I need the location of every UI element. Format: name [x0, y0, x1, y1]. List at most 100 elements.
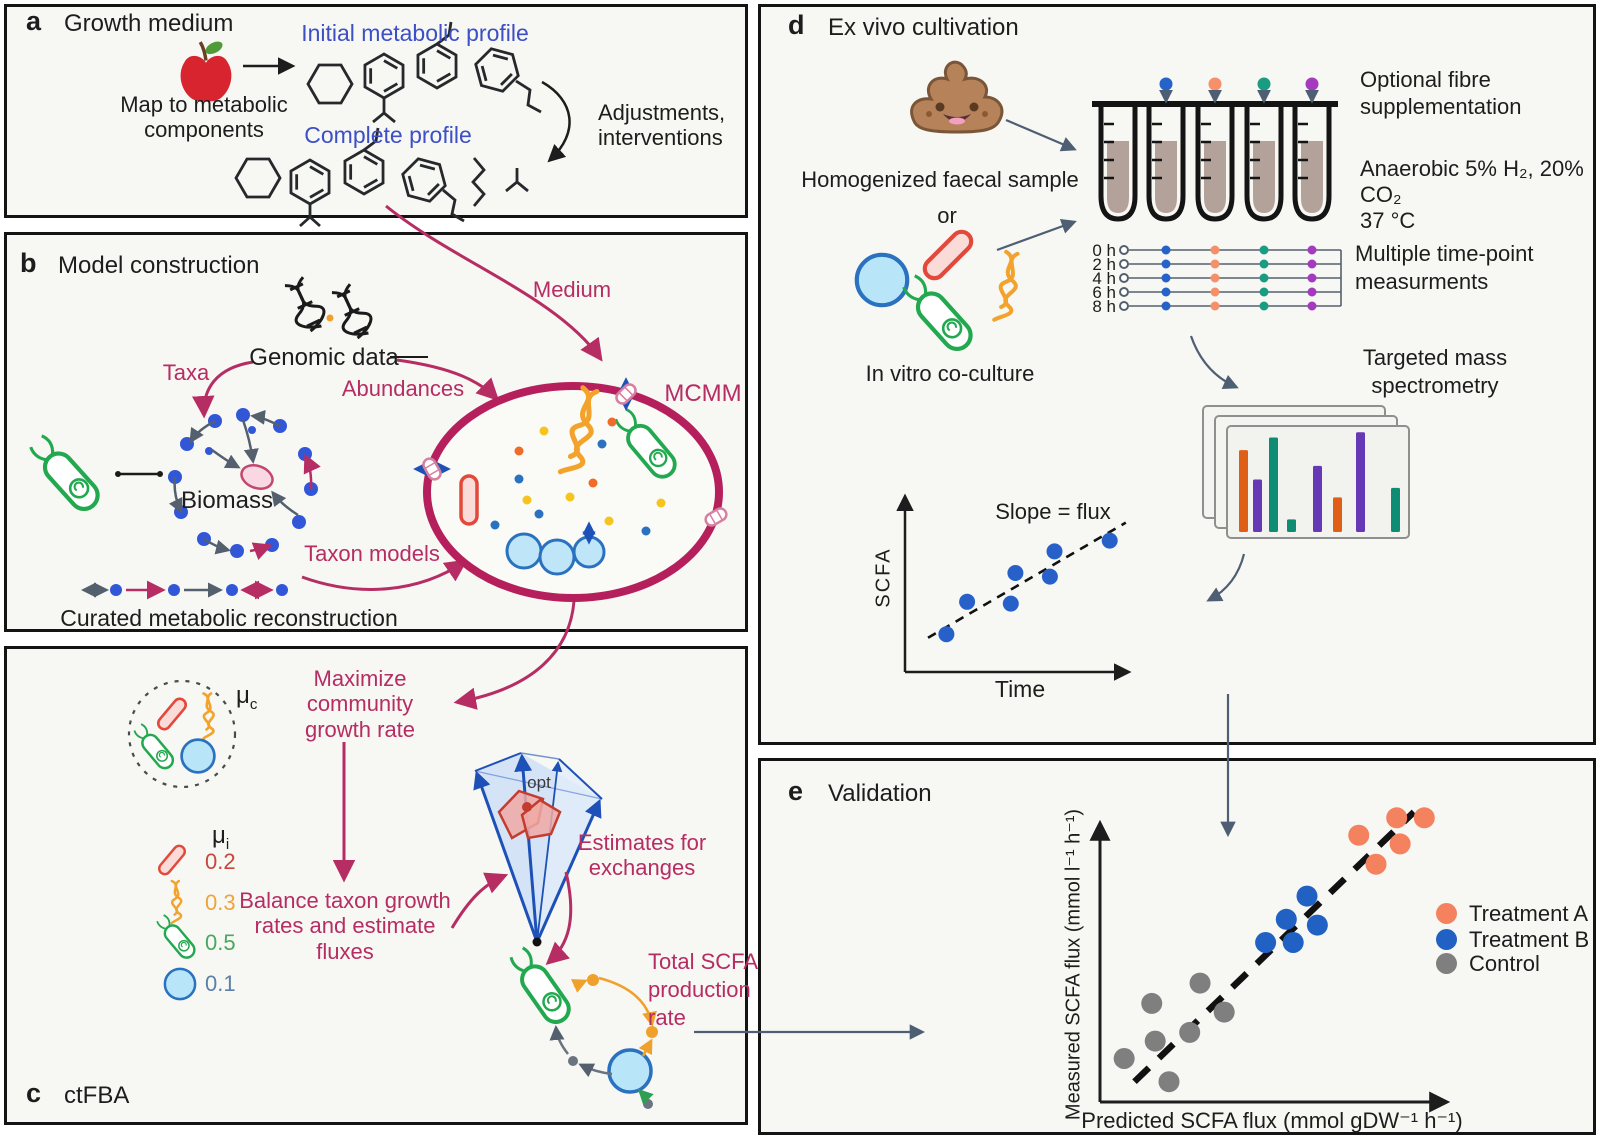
svg-text:0 h: 0 h — [1092, 241, 1116, 260]
balance-to-polytope-arrow — [450, 872, 509, 929]
mcmm-label: MCMM — [664, 380, 742, 407]
mu-value-blue-cell: 0.1 — [205, 971, 236, 996]
green-bacterium-icon — [898, 272, 976, 354]
mu-c-label: μc — [236, 682, 258, 713]
mcmm-community — [413, 377, 730, 602]
scfa-axis-label: SCFA — [872, 547, 895, 608]
validation-art — [1089, 807, 1451, 1113]
legend-treatment-b: Treatment B — [1436, 927, 1589, 952]
panel-a-label: a — [26, 6, 42, 36]
slope-flux-label: Slope = flux — [995, 499, 1111, 524]
slope-chart-points — [927, 521, 1127, 643]
mu-value-red-rod: 0.2 — [205, 849, 236, 874]
red-rod-icon — [155, 842, 189, 878]
flux-polytope — [473, 752, 603, 947]
panel-c-box — [4, 646, 748, 1125]
green-bacterium-icon — [25, 432, 103, 514]
control-dot — [1436, 953, 1457, 975]
panel-d-title: Ex vivo cultivation — [828, 14, 1019, 41]
red-rod-icon — [921, 228, 975, 282]
polytope-to-exchange-arrow — [545, 871, 573, 966]
coculture-cluster — [857, 228, 1022, 355]
sample-to-tubes-arrow — [1005, 118, 1077, 152]
mcmm-to-ctfba-arrow — [453, 600, 576, 710]
mu-i-label: μi — [212, 822, 230, 853]
faecal-sample-icon — [910, 60, 1004, 134]
adjustments-arrow — [541, 80, 571, 163]
taxa-label: Taxa — [162, 360, 210, 385]
initial-profile-label: Initial metabolic profile — [301, 20, 529, 46]
curated-label: Curated metabolic reconstruction — [60, 605, 398, 631]
grid-to-ms-arrow — [1189, 335, 1239, 389]
blue-cell-icon — [163, 967, 197, 1001]
time-axis-label: Time — [994, 676, 1046, 702]
blue-cell-icon — [607, 1048, 653, 1094]
opt-label: opt — [527, 773, 551, 792]
ex-vivo-art: 0 h2 h4 h6 h8 h — [857, 60, 1410, 681]
green-bacterium-icon — [503, 942, 576, 1030]
orange-squiggle-icon — [170, 879, 183, 925]
cross-panel-arrows — [385, 204, 1236, 1040]
taxa-arrow — [192, 360, 254, 419]
svg-text:2 h: 2 h — [1092, 255, 1116, 274]
biomass-label: Biomass — [180, 487, 274, 514]
model-construction-art — [25, 273, 730, 602]
curated-reconstruction-row — [81, 580, 288, 600]
homogenized-label: Homogenized faecal sample — [801, 167, 1079, 192]
dna-icon — [326, 280, 378, 344]
abundances-arrow — [396, 358, 500, 402]
adjustments-label: Adjustments,interventions — [598, 100, 726, 151]
panel-a-box — [4, 4, 748, 218]
panel-c-title: ctFBA — [64, 1082, 130, 1109]
legend-control: Control — [1436, 951, 1540, 976]
biomass-blob — [240, 464, 274, 490]
measured-flux-axis-label: Measured SCFA flux (mmol l⁻¹ h⁻¹) — [1062, 808, 1085, 1121]
predicted-flux-axis-label: Predicted SCFA flux (mmol gDW⁻¹ h⁻¹) — [1081, 1108, 1463, 1133]
svg-text:4 h: 4 h — [1092, 269, 1116, 288]
scfa-exchange-diagram — [503, 942, 658, 1109]
orange-squiggle-icon — [994, 252, 1021, 323]
panel-d-box — [758, 4, 1596, 745]
in-vitro-label: In vitro co-culture — [865, 361, 1035, 386]
culture-tubes — [1092, 101, 1338, 222]
svg-text:8 h: 8 h — [1092, 297, 1116, 316]
fibre-dots — [1159, 77, 1319, 104]
treatment-a-dot — [1436, 903, 1457, 925]
complete-profile-structures — [234, 127, 529, 228]
or-label: or — [937, 203, 957, 228]
mu-value-green-bacterium: 0.5 — [205, 930, 236, 955]
genomic-data-label: Genomic data — [249, 344, 399, 371]
medium-label: Medium — [532, 277, 612, 302]
panel-b-label: b — [20, 248, 37, 278]
dna-icon — [279, 273, 331, 337]
complete-profile-label: Complete profile — [304, 122, 472, 148]
biomass-network — [168, 408, 321, 561]
red-rod-icon — [459, 474, 479, 526]
timepoint-grid: 0 h2 h4 h6 h8 h — [1092, 241, 1342, 316]
mass-spec-cards — [1202, 405, 1410, 539]
ms-to-slope-arrow — [1206, 553, 1246, 602]
panel-a-title: Growth medium — [64, 10, 234, 37]
panel-d-label: d — [788, 10, 805, 40]
panel-e-box — [758, 758, 1596, 1135]
legend-treatment-a: Treatment A — [1436, 901, 1588, 926]
panel-c-label: c — [26, 1078, 42, 1108]
medium-arrow — [385, 204, 603, 362]
growth-medium-art — [178, 21, 571, 228]
coculture-to-tubes-arrow — [996, 218, 1077, 252]
taxon-models-arrow — [301, 559, 468, 591]
blue-cell-icon — [857, 255, 907, 305]
panel-b-title: Model construction — [58, 252, 260, 279]
validation-chart-points — [1113, 807, 1435, 1093]
treatment-b-dot — [1436, 929, 1457, 951]
panel-e-label: e — [788, 776, 804, 806]
